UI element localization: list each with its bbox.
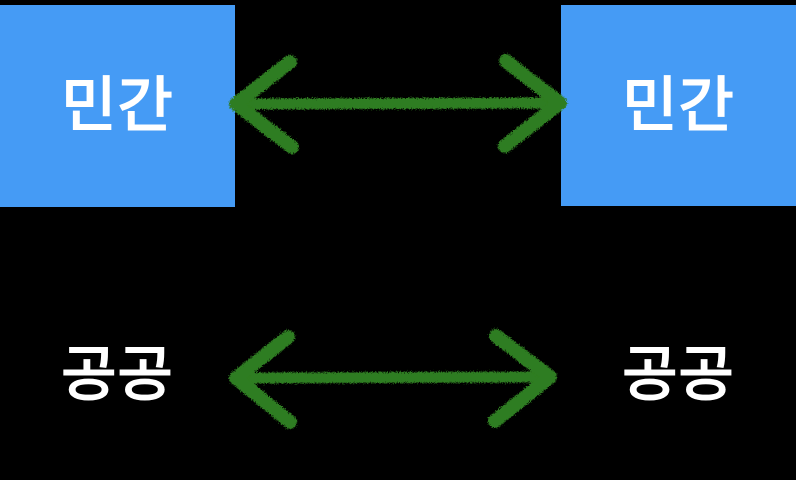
node-top-right-label: 민간 [622, 70, 735, 141]
double-arrow-icon-bottom [224, 322, 572, 434]
node-top-left-label: 민간 [61, 71, 174, 141]
node-bottom-left[interactable]: 공공 [0, 320, 235, 430]
node-top-left[interactable]: 민간 [0, 5, 235, 207]
double-arrow-icon-top [224, 48, 572, 160]
node-top-right[interactable]: 민간 [561, 5, 796, 206]
node-bottom-left-label: 공공 [61, 340, 174, 410]
node-bottom-right[interactable]: 공공 [561, 320, 796, 430]
node-bottom-right-label: 공공 [622, 340, 735, 410]
